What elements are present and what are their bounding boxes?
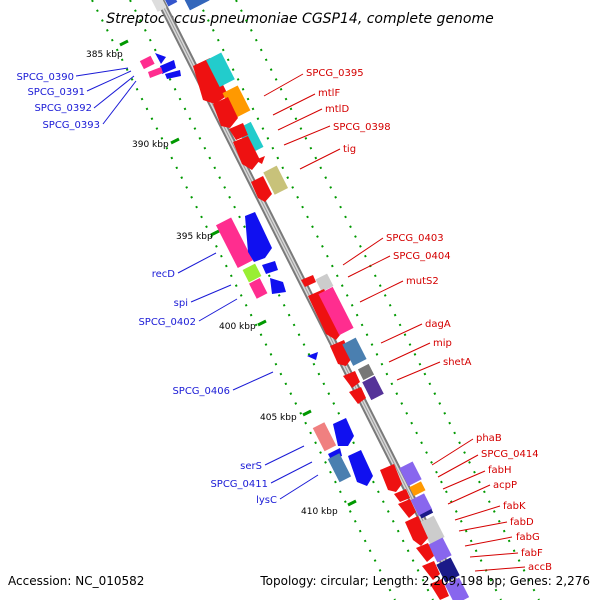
gene-cluster-0390[interactable] xyxy=(139,53,181,79)
gene-mutS2[interactable] xyxy=(308,286,354,340)
gene-label[interactable]: SPCG_0393 xyxy=(42,120,100,131)
left-gene-labels: SPCG_0390 SPCG_0391 SPCG_0392 SPCG_0393 … xyxy=(16,72,277,506)
gene-label[interactable]: mutS2 xyxy=(406,276,439,287)
gene-lysC[interactable] xyxy=(348,450,373,486)
gene-label[interactable]: SPCG_0406 xyxy=(172,386,230,397)
gene-label[interactable]: fabD xyxy=(510,517,534,528)
gene-label[interactable]: spi xyxy=(174,298,188,309)
gene-label[interactable]: SPCG_0398 xyxy=(333,122,391,133)
gene-label[interactable]: SPCG_0403 xyxy=(386,233,444,244)
gene-label[interactable]: acpP xyxy=(493,480,517,491)
gene-label[interactable]: phaB xyxy=(476,433,502,444)
gene-label[interactable]: recD xyxy=(152,269,176,280)
kbp-label: 390 kbp xyxy=(132,140,169,150)
genome-summary: Topology: circular; Length: 2,209,198 bp… xyxy=(260,574,590,588)
tick-385 xyxy=(119,39,129,47)
genome-title: Streptococcus pneumoniae CGSP14, complet… xyxy=(106,11,494,27)
kbp-label: 400 kbp xyxy=(219,322,256,332)
gene-label[interactable]: serS xyxy=(240,461,262,472)
gene-SPCG_0406[interactable] xyxy=(307,352,318,360)
tick-395 xyxy=(210,229,220,237)
gene-label[interactable]: fabK xyxy=(503,501,526,512)
gene-mtlD[interactable] xyxy=(229,121,264,154)
gene-label[interactable]: shetA xyxy=(443,357,472,368)
gene-fabG[interactable] xyxy=(422,557,460,583)
kbp-label: 405 kbp xyxy=(260,413,297,423)
gene-label[interactable]: SPCG_0402 xyxy=(138,317,196,328)
gene-fabD[interactable] xyxy=(416,537,452,563)
gene-label[interactable]: mtlF xyxy=(318,88,340,99)
kbp-tick-labels: 385 kbp 390 kbp 395 kbp 400 kbp 405 kbp … xyxy=(86,50,338,517)
dotted-track-right-outer xyxy=(235,0,540,600)
gene-SPCG_0395[interactable] xyxy=(193,52,235,104)
right-gene-labels: SPCG_0395 mtlF mtlD SPCG_0398 tig SPCG_0… xyxy=(306,68,552,573)
gene-shetA[interactable] xyxy=(349,375,384,404)
gene-label[interactable]: accB xyxy=(528,562,552,573)
gene-fabF[interactable] xyxy=(430,577,470,600)
accession-info: Accession: NC_010582 xyxy=(8,574,145,588)
left-leader-lines xyxy=(75,67,319,500)
gene-fabH[interactable] xyxy=(398,493,433,518)
gene-label[interactable]: SPCG_0411 xyxy=(210,479,268,490)
tick-410 xyxy=(347,499,357,507)
gene-label[interactable]: fabF xyxy=(521,548,543,559)
tick-400 xyxy=(257,319,267,327)
gene-label[interactable]: mtlD xyxy=(325,104,349,115)
gene-SPCG_0411[interactable] xyxy=(327,448,352,483)
gene-reverse[interactable] xyxy=(162,0,178,7)
gene-recD[interactable] xyxy=(215,212,272,269)
gene-SPCG_0403[interactable] xyxy=(301,273,334,292)
gene-SPCG_0398[interactable] xyxy=(233,136,260,170)
gene-label[interactable]: lysC xyxy=(256,495,277,506)
gene-phaB[interactable] xyxy=(380,461,422,492)
gene-label[interactable]: fabH xyxy=(488,465,512,476)
tick-405 xyxy=(302,409,312,417)
gene-mtlF[interactable] xyxy=(213,85,251,128)
gene-tig[interactable] xyxy=(251,156,289,202)
gene-label[interactable]: SPCG_0390 xyxy=(16,72,74,83)
kbp-label: 410 kbp xyxy=(301,507,338,517)
gene-label[interactable]: SPCG_0392 xyxy=(34,103,92,114)
kbp-label: 395 kbp xyxy=(176,232,213,242)
kbp-label: 385 kbp xyxy=(86,50,123,60)
gene-serS[interactable] xyxy=(312,418,354,452)
gene-SPCG_0414[interactable] xyxy=(394,481,426,502)
dotted-track-right-inner xyxy=(197,0,502,600)
gene-fabK[interactable] xyxy=(405,515,445,546)
gene-mip[interactable] xyxy=(343,363,375,388)
gene-label[interactable]: tig xyxy=(343,144,356,155)
gene-label[interactable]: SPCG_0414 xyxy=(481,449,539,460)
forward-strand-genes xyxy=(183,0,470,600)
kbp-tick-marks xyxy=(119,39,357,507)
gene-acpP[interactable] xyxy=(419,509,434,519)
right-leader-lines xyxy=(263,73,526,572)
gene-label[interactable]: fabG xyxy=(516,532,540,543)
reverse-strand-genes xyxy=(139,0,373,486)
gene-spi[interactable] xyxy=(242,261,286,299)
tick-390 xyxy=(170,137,180,145)
gene-label[interactable]: SPCG_0404 xyxy=(393,251,451,262)
gene-label[interactable]: SPCG_0395 xyxy=(306,68,364,79)
gene-dagA[interactable] xyxy=(330,337,367,366)
gene-label[interactable]: dagA xyxy=(425,319,451,330)
gene-label[interactable]: mip xyxy=(433,338,452,349)
gene-label[interactable]: SPCG_0391 xyxy=(27,87,85,98)
gene-reverse-box[interactable] xyxy=(151,0,167,12)
